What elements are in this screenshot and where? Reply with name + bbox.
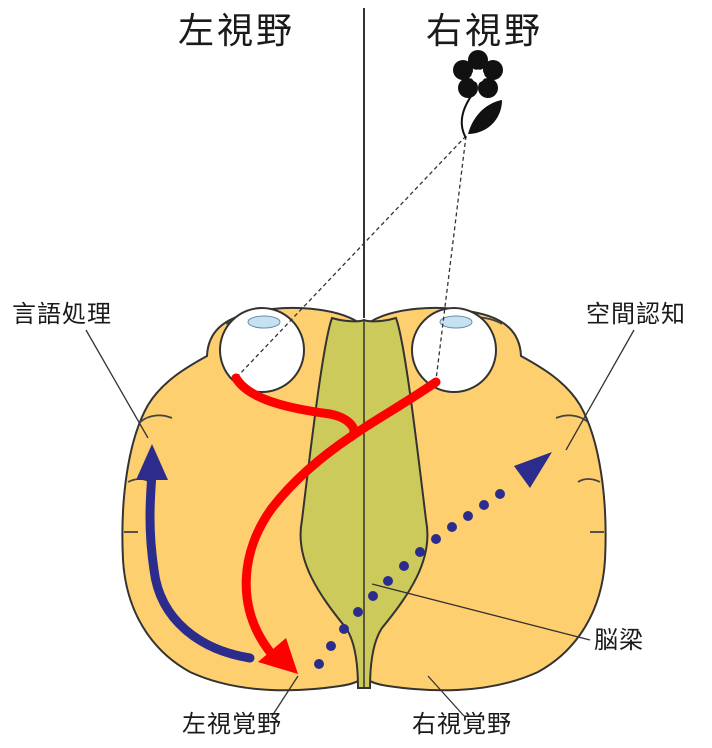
right-eye bbox=[412, 308, 496, 392]
spatial-cognition-label: 空間認知 bbox=[586, 302, 686, 326]
right-visual-field-label: 右視野 bbox=[426, 14, 543, 50]
right-visual-cortex-label: 右視覚野 bbox=[412, 712, 512, 736]
flower-icon bbox=[453, 50, 503, 138]
corpus-callosum-label: 脳梁 bbox=[594, 628, 644, 652]
left-visual-field-label: 左視野 bbox=[178, 14, 295, 50]
language-processing-label: 言語処理 bbox=[12, 302, 112, 326]
left-visual-cortex-label: 左視覚野 bbox=[182, 712, 282, 736]
